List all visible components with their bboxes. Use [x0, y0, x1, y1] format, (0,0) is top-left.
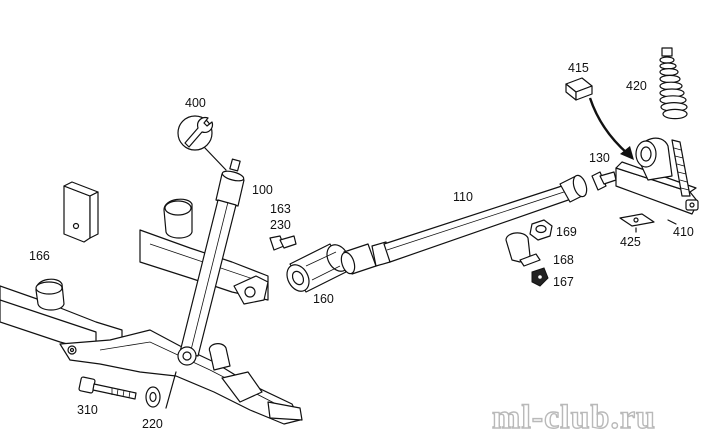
part-labels: 400 100 163 230 110 130 415 420 169 168 …	[29, 61, 694, 431]
label-160: 160	[313, 292, 334, 306]
shock-absorber-100	[177, 158, 245, 366]
subframe	[0, 198, 303, 425]
bolt-163	[269, 235, 297, 251]
clip-167	[531, 267, 549, 287]
label-425: 425	[620, 235, 641, 249]
label-415: 415	[568, 61, 589, 75]
label-410: 410	[673, 225, 694, 239]
label-110: 110	[453, 190, 473, 204]
bushing-160	[286, 243, 350, 293]
label-220: 220	[142, 417, 163, 431]
label-420: 420	[626, 79, 647, 93]
washer-220	[145, 386, 161, 408]
rod-110	[340, 174, 588, 275]
label-400: 400	[185, 96, 206, 110]
bracket-166	[63, 181, 99, 243]
clamp-168	[505, 232, 541, 267]
bolt-130	[591, 171, 617, 191]
watermark: ml-club.ru	[492, 399, 656, 436]
plate-425	[619, 213, 655, 227]
label-310: 310	[77, 403, 98, 417]
label-163: 163	[270, 202, 291, 216]
label-167: 167	[553, 275, 574, 289]
label-230: 230	[270, 218, 291, 232]
label-130: 130	[589, 151, 610, 165]
label-169: 169	[556, 225, 577, 239]
cap-415	[565, 77, 593, 101]
leader-220	[165, 371, 177, 409]
bellows-420	[659, 47, 688, 120]
nut-169	[529, 219, 553, 241]
label-168: 168	[553, 253, 574, 267]
label-100: 100	[252, 183, 273, 197]
label-166: 166	[29, 249, 50, 263]
curved-arrow-icon	[588, 97, 634, 160]
wrench-icon	[177, 115, 227, 171]
bracket-410	[615, 137, 699, 215]
bolt-310	[78, 376, 137, 400]
leader-410	[667, 219, 677, 225]
